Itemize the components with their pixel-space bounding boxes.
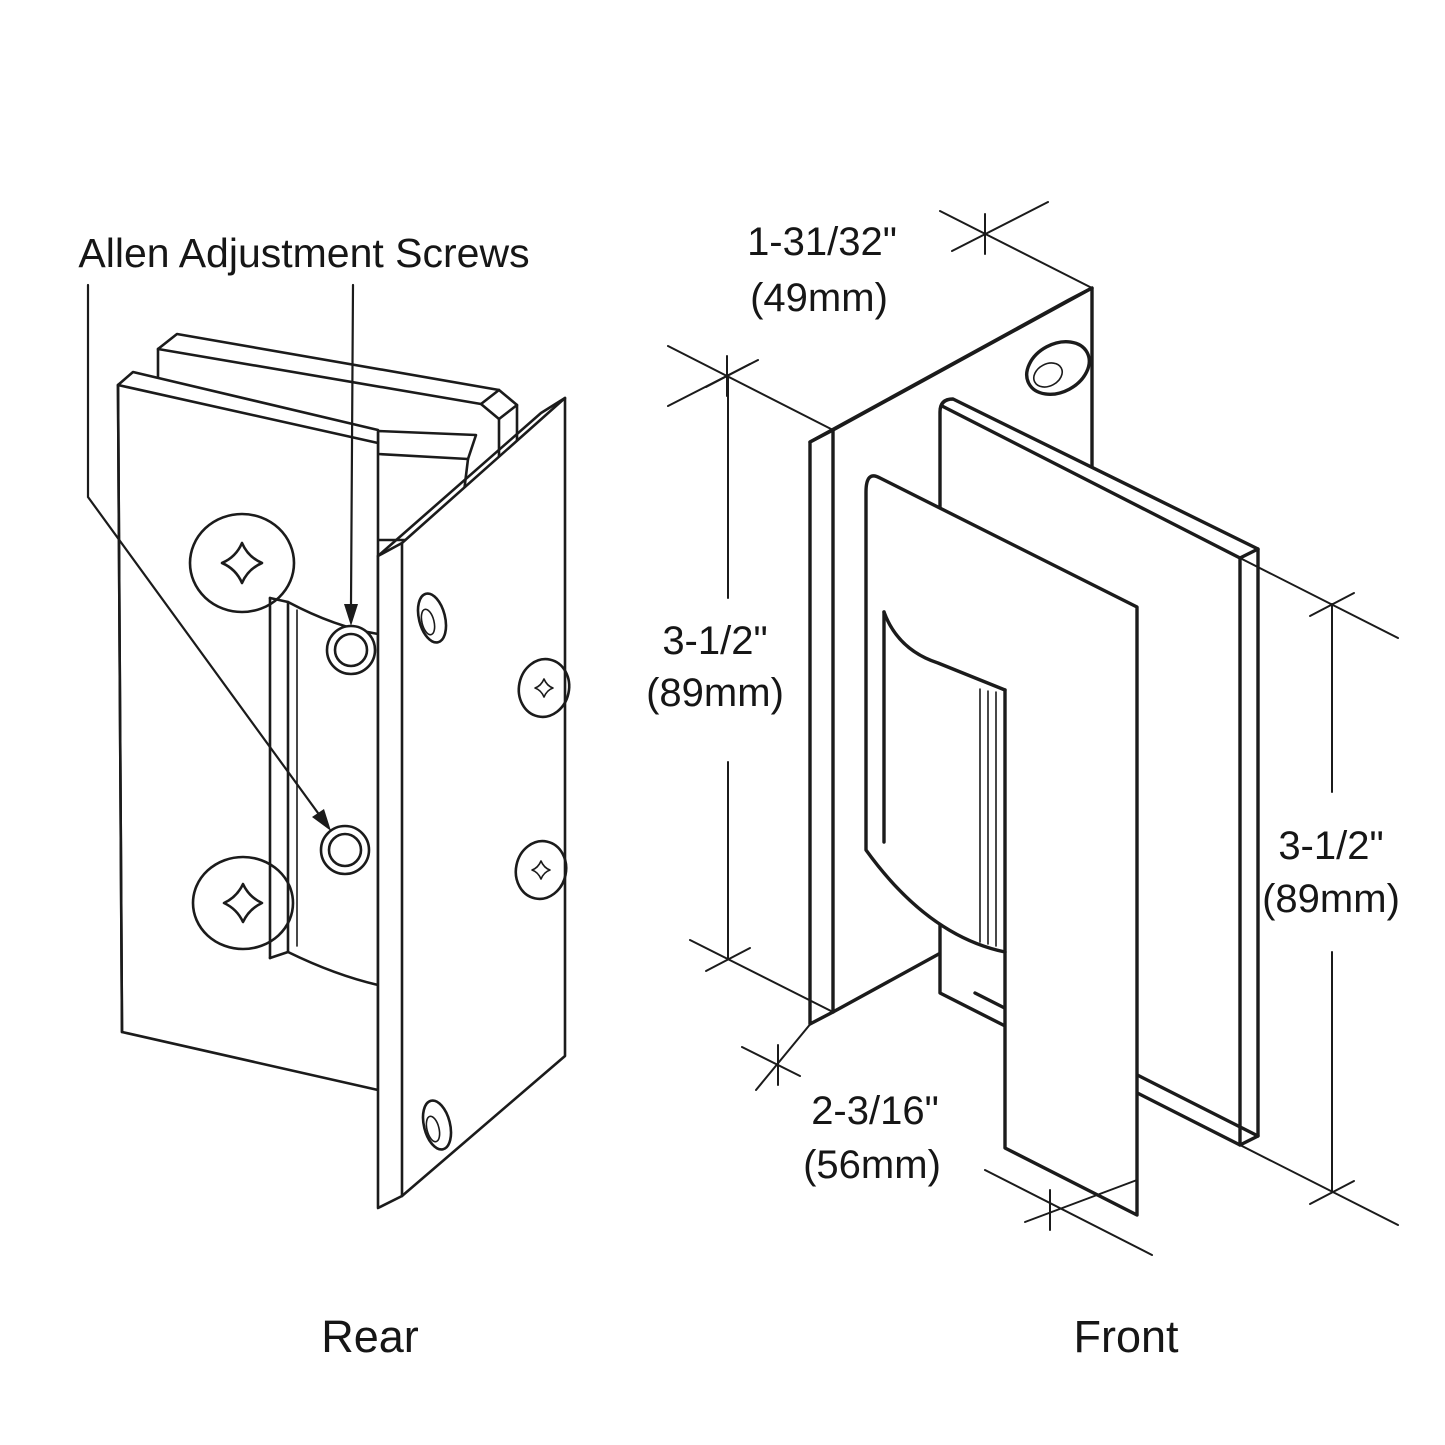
wall-plate-top-strip — [808, 286, 1094, 444]
hinge-body-top-face — [376, 429, 478, 461]
front-view-label: Front — [1073, 1311, 1179, 1362]
phillips-screw-small-top — [517, 657, 571, 719]
rear-view-label: Rear — [321, 1311, 419, 1362]
glass-front-top-edge — [156, 347, 519, 421]
dimension-width-top: 1-31/32" (49mm) — [667, 201, 1093, 431]
dimension-height-left: 3-1/2" (89mm) — [646, 363, 834, 1013]
phillips-cross-icon — [220, 541, 264, 585]
extension-line — [689, 939, 834, 1013]
allen-screw-bottom — [319, 824, 371, 876]
leader-line-left — [86, 283, 320, 815]
tick-mark — [705, 947, 751, 972]
glass-chamfer-edge — [479, 388, 501, 406]
extension-line — [667, 345, 834, 431]
wall-plate-rear — [376, 396, 571, 1210]
oval-mounting-hole-top — [416, 592, 448, 644]
dimension-line — [984, 1169, 1153, 1256]
hinge-leaf-front — [864, 474, 1139, 1217]
width-inches: 1-31/32" — [747, 220, 897, 264]
leader-arrowhead-icon — [312, 809, 331, 831]
clamp-plate-fill — [116, 370, 380, 1092]
front-view: 1-31/32" (49mm) 3-1/2" (89mm) 3-1/2" (89… — [646, 201, 1400, 1362]
tick-mark — [1309, 592, 1355, 617]
oval-mounting-hole-bottom — [421, 1099, 453, 1151]
allen-screw-top — [325, 624, 377, 676]
extension-line — [755, 1021, 813, 1091]
height-right-inches: 3-1/2" — [1278, 824, 1383, 868]
clamp-plate-left-edge — [116, 383, 124, 1034]
allen-screws-label: Allen Adjustment Screws — [78, 230, 529, 276]
tick-mark — [705, 363, 751, 388]
dimension-line — [741, 1046, 801, 1077]
height-right-metric: (89mm) — [1262, 877, 1400, 921]
recess-bottom-edge — [286, 950, 380, 987]
phillips-screw-large-top — [188, 512, 296, 614]
extension-line — [1239, 1144, 1399, 1226]
clamp-plate-rear — [116, 370, 380, 1092]
oval-mounting-hole — [1025, 340, 1091, 396]
dimension-line — [951, 201, 1049, 252]
allen-screws-callout: Allen Adjustment Screws — [78, 230, 530, 831]
phillips-screw-small-bottom — [514, 839, 568, 901]
phillips-cross-icon — [534, 678, 554, 698]
depth-inches: 2-3/16" — [811, 1089, 939, 1133]
phillips-cross-icon — [531, 860, 551, 880]
extension-line — [939, 210, 1093, 289]
width-metric: (49mm) — [750, 276, 888, 320]
leader-arrowhead-icon — [344, 604, 358, 626]
wall-plate-top-strip — [376, 396, 567, 558]
hinge-barrel-lines — [979, 688, 997, 947]
depth-metric: (56mm) — [803, 1143, 941, 1187]
phillips-cross-icon — [222, 882, 264, 924]
height-left-inches: 3-1/2" — [662, 619, 767, 663]
height-left-metric: (89mm) — [646, 671, 784, 715]
extension-line — [1239, 557, 1399, 639]
glass-top-right-corner — [1238, 547, 1260, 560]
recess-top-edge — [882, 610, 1007, 692]
extension-line — [1024, 1179, 1138, 1223]
rear-view: Allen Adjustment Screws Rear — [78, 230, 571, 1362]
phillips-screw-large-bottom — [191, 855, 295, 951]
leader-line-right — [349, 283, 355, 606]
dimension-bottom-depth: 2-3/16" (56mm) — [741, 1021, 1153, 1256]
dimension-height-right: 3-1/2" (89mm) — [1239, 557, 1400, 1226]
recess-bottom-corner — [268, 950, 290, 960]
tick-mark — [1309, 1180, 1355, 1205]
clamp-plate-near-top-edge — [116, 383, 380, 445]
